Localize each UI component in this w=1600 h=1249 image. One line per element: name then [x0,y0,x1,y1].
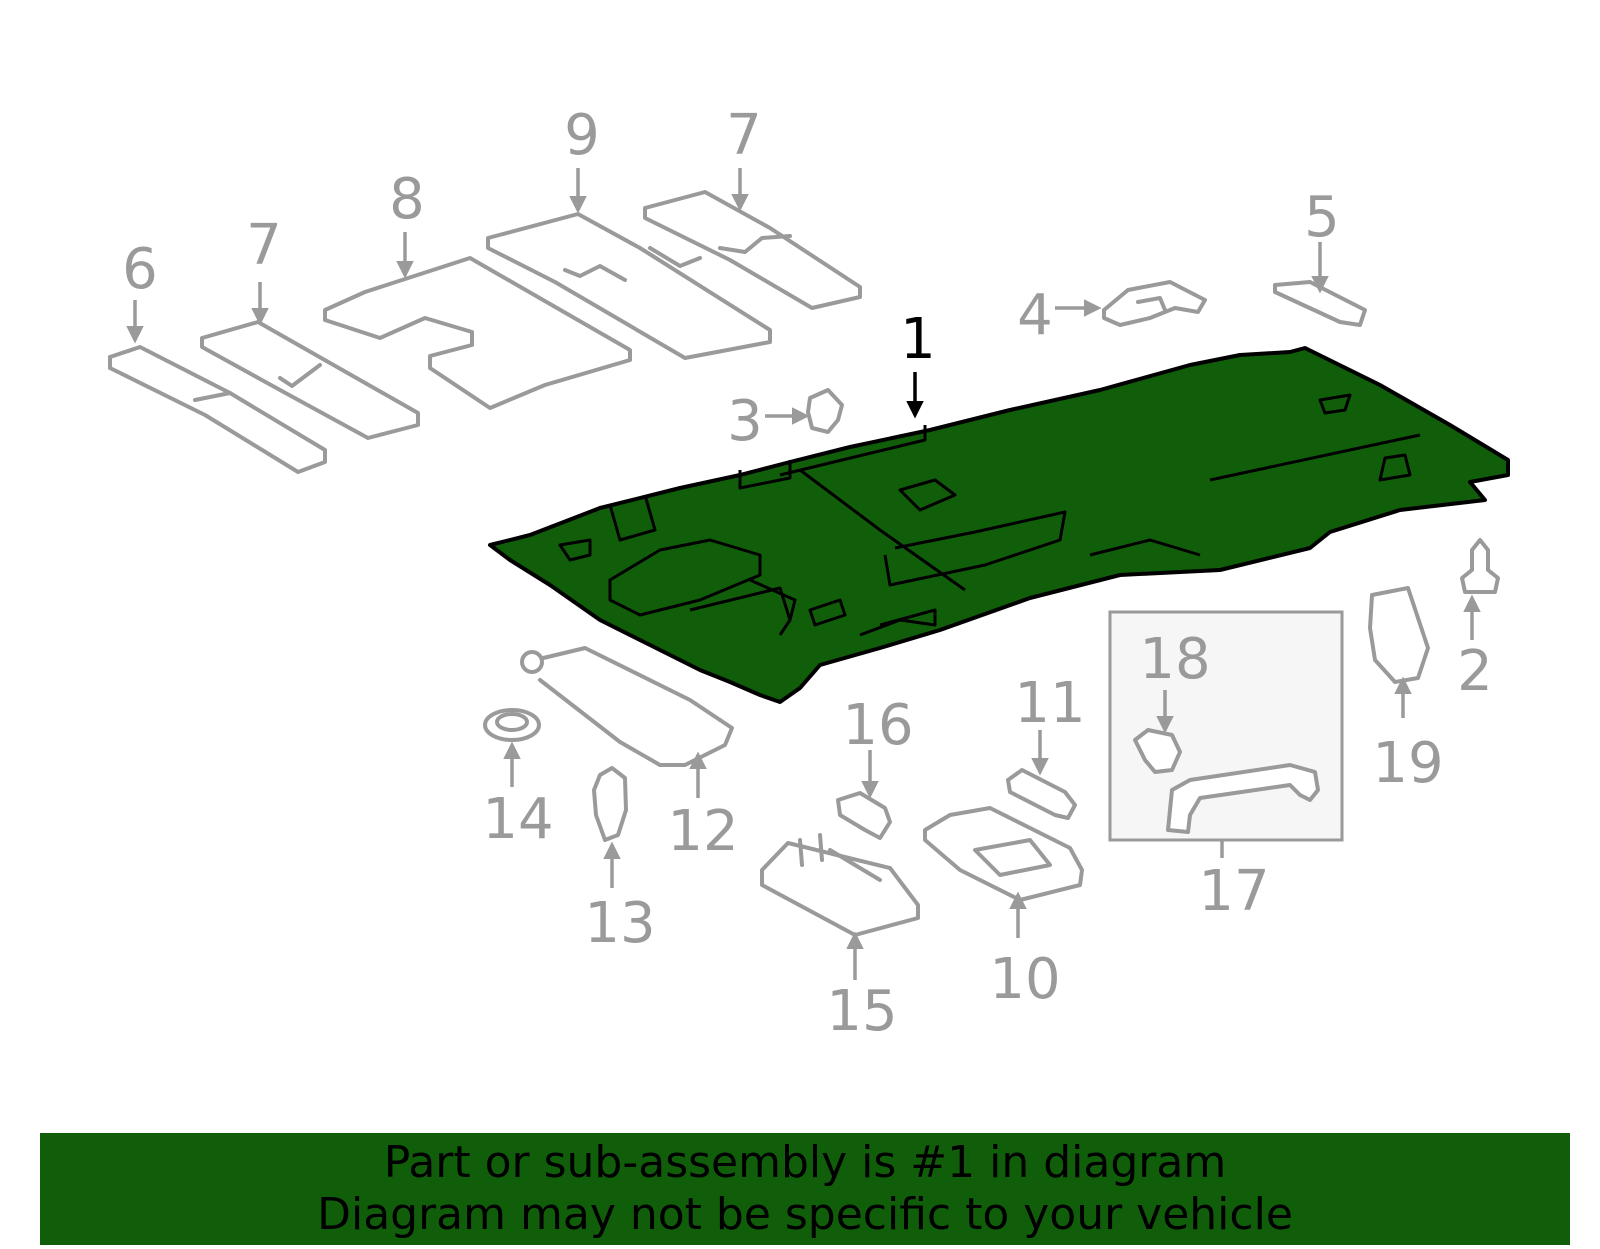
callout-13: 13 [584,891,655,956]
callout-1: 1 [900,307,936,372]
part-1-headliner [488,346,1510,704]
callout-19: 19 [1372,731,1443,796]
part-6-pad [108,345,327,474]
leader-lines [126,168,1481,980]
part-12-sun-visor [520,646,734,767]
callout-labels: 6 7 8 9 7 5 4 3 1 2 19 18 17 11 16 10 15… [122,103,1493,1044]
callout-9: 9 [564,103,600,168]
part-4-bracket [1102,280,1207,327]
callout-10: 10 [989,947,1060,1012]
callout-7-right: 7 [726,103,762,168]
part-9-pad [486,212,772,360]
part-10-lamp [923,806,1084,902]
part-11-bulb [1006,768,1077,820]
callout-16: 16 [842,693,913,758]
callout-12: 12 [667,799,738,864]
banner-line-1: Part or sub-assembly is #1 in diagram [383,1137,1227,1188]
callout-17: 17 [1198,859,1269,924]
info-banner: Part or sub-assembly is #1 in diagram Di… [40,1133,1570,1245]
callout-7-left: 7 [246,213,282,278]
part-14-cap [483,708,541,742]
callout-15: 15 [826,979,897,1044]
callout-14: 14 [482,787,553,852]
banner-line-2: Diagram may not be specific to your vehi… [317,1189,1293,1240]
callout-2: 2 [1457,639,1493,704]
callout-6: 6 [122,237,158,302]
part-8-pad [323,256,632,410]
part-17-box [1108,610,1344,842]
part-13-holder [592,766,628,842]
part-15-lamp [760,833,920,937]
part-5-clip [1273,280,1367,327]
part-2-fastener [1460,538,1500,594]
callout-4: 4 [1017,283,1053,348]
part-16-lens [836,791,892,840]
part-7-pad-right [643,190,862,310]
part-19-bracket [1368,586,1430,684]
part-3-clip [806,388,844,434]
callout-11: 11 [1014,671,1085,736]
callout-5: 5 [1304,185,1340,250]
callout-3: 3 [727,389,763,454]
callout-8: 8 [389,167,425,232]
part-7-pad-left [200,320,420,440]
callout-18: 18 [1139,627,1210,692]
part-18-clip [1133,728,1182,774]
